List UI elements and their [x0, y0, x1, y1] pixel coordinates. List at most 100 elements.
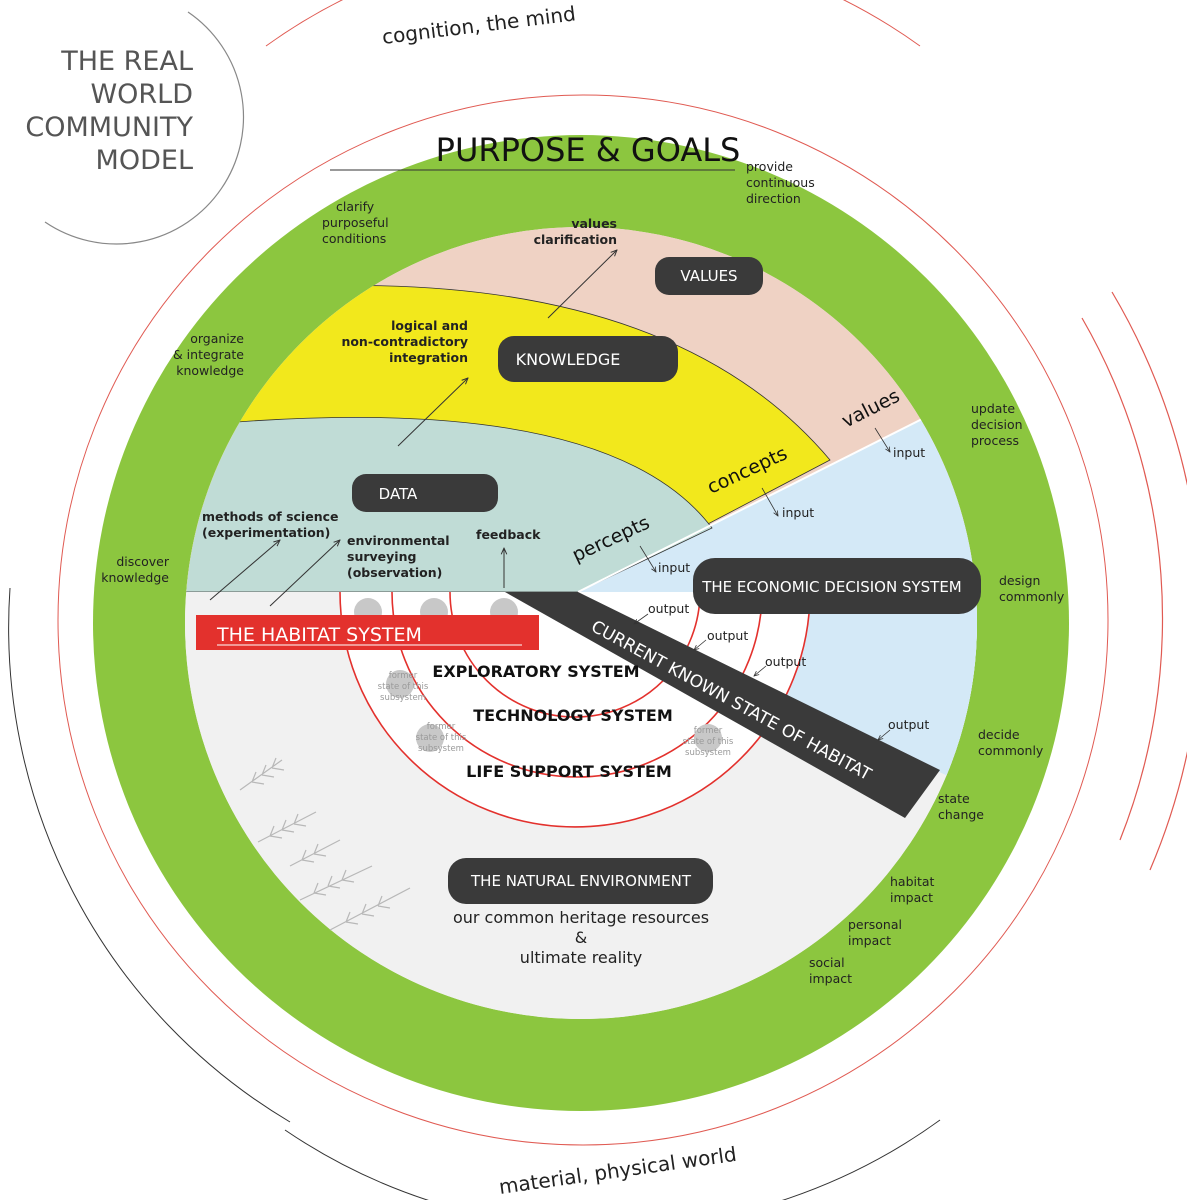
- natural-env-box-label: THE NATURAL ENVIRONMENT: [470, 872, 692, 890]
- environmental-3: (observation): [347, 565, 442, 580]
- provide-line-1: provide: [746, 159, 793, 174]
- provide-line-2: continuous: [746, 175, 815, 190]
- data-box-label: DATA: [379, 485, 418, 503]
- output-label-2: output: [707, 628, 748, 643]
- outer-arc-right-2: [1111, 291, 1187, 871]
- logical-2: non-contradictory: [341, 334, 468, 349]
- values-box-label: VALUES: [680, 267, 737, 285]
- organize-line-2: & integrate: [173, 347, 244, 362]
- former-state-dot: [386, 670, 414, 698]
- design-line-1: design: [999, 573, 1040, 588]
- former-2-line-1: former: [427, 722, 456, 732]
- organize-line-1: organize: [190, 331, 244, 346]
- state-change-line-1: state: [938, 791, 970, 806]
- title-line-3: COMMUNITY: [25, 112, 193, 143]
- values-clarification-1: values: [571, 216, 617, 231]
- outer-arc-right-1: [1081, 317, 1164, 841]
- output-label-1: output: [648, 601, 689, 616]
- output-label-4: output: [888, 717, 929, 732]
- material-label: material, physical world: [497, 1142, 738, 1199]
- former-state-dot: [694, 724, 722, 752]
- decide-line-2: commonly: [978, 743, 1044, 758]
- arrow-concepts-input: [761, 487, 778, 516]
- title-line-1: THE REAL: [60, 46, 193, 77]
- methods-1: methods of science: [202, 509, 338, 524]
- decide-line-1: decide: [978, 727, 1020, 742]
- knowledge-box: [498, 336, 678, 382]
- former-1-line-3: subsystem: [380, 693, 426, 703]
- clarify-line-3: conditions: [322, 231, 386, 246]
- outer-arc-top: [265, 0, 921, 47]
- economic-box-label: THE ECONOMIC DECISION SYSTEM: [701, 578, 962, 596]
- discover-line-2: knowledge: [101, 570, 169, 585]
- arrow-methods: [209, 540, 280, 601]
- personal-impact-line-2: impact: [848, 933, 891, 948]
- arrow-percepts-input: [639, 545, 656, 572]
- output-label-3: output: [765, 654, 806, 669]
- update-line-3: process: [971, 433, 1019, 448]
- purpose-goals-heading: PURPOSE & GOALS: [436, 131, 741, 169]
- former-3-line-2: state of this: [683, 737, 734, 747]
- update-line-1: update: [971, 401, 1015, 416]
- former-state-dot: [416, 724, 444, 752]
- provide-line-3: direction: [746, 191, 801, 206]
- logical-3: integration: [389, 350, 468, 365]
- diagram-title: THE REAL WORLD COMMUNITY MODEL: [25, 46, 193, 176]
- input-label-concepts: input: [782, 505, 814, 520]
- former-1-line-1: former: [389, 671, 418, 681]
- organize-line-3: knowledge: [176, 363, 244, 378]
- title-line-2: WORLD: [90, 79, 193, 110]
- habitat-system-label: THE HABITAT SYSTEM: [216, 624, 422, 646]
- economic-box: [693, 558, 981, 614]
- state-change-line-2: change: [938, 807, 984, 822]
- natural-environment-box: [448, 858, 713, 904]
- life-support-system-label: LIFE SUPPORT SYSTEM: [466, 762, 672, 781]
- former-1-line-2: state of this: [378, 682, 429, 692]
- natural-env-sub-2: &: [575, 928, 587, 947]
- environmental-1: environmental: [347, 533, 450, 548]
- arrow-output-2: [694, 639, 707, 650]
- outer-red-ring: [57, 94, 1109, 1146]
- personal-impact-line-1: personal: [848, 917, 902, 932]
- arrow-output-1: [634, 613, 649, 624]
- clarify-line-1: clarify: [336, 199, 375, 214]
- former-2-line-2: state of this: [416, 733, 467, 743]
- former-3-line-1: former: [694, 726, 723, 736]
- title-corner-arc: [44, 11, 245, 245]
- social-impact-line-2: impact: [809, 971, 852, 986]
- outer-arc-bottom: [284, 1119, 941, 1200]
- tree-sketches: [239, 757, 411, 931]
- social-impact-line-1: social: [809, 955, 845, 970]
- habitat-impact-line-2: impact: [890, 890, 933, 905]
- update-line-2: decision: [971, 417, 1023, 432]
- data-box: [352, 474, 498, 512]
- values-box: [655, 257, 763, 295]
- environmental-2: surveying: [347, 549, 416, 564]
- logical-1: logical and: [391, 318, 468, 333]
- habitat-system-bar: [196, 615, 539, 650]
- arrow-values-input: [874, 427, 890, 452]
- current-state-band: [505, 592, 940, 818]
- feedback-label: feedback: [476, 527, 541, 542]
- values-clarification-2: clarification: [534, 232, 617, 247]
- natural-env-sub-1: our common heritage resources: [453, 908, 709, 927]
- arrow-data-knowledge: [397, 378, 468, 447]
- design-line-2: commonly: [999, 589, 1065, 604]
- arrow-output-4: [878, 729, 891, 740]
- cognition-label: cognition, the mind: [381, 1, 577, 49]
- arrow-environmental: [269, 540, 340, 607]
- habitat-impact-line-1: habitat: [890, 874, 935, 889]
- former-2-line-3: subsystem: [418, 744, 464, 754]
- clarify-line-2: purposeful: [322, 215, 389, 230]
- exploratory-system-label: EXPLORATORY SYSTEM: [432, 662, 639, 681]
- input-label-percepts: input: [658, 560, 690, 575]
- former-3-line-3: subsystem: [685, 748, 731, 758]
- title-line-4: MODEL: [96, 145, 193, 176]
- knowledge-box-label: KNOWLEDGE: [516, 350, 621, 369]
- input-label-values: input: [893, 445, 925, 460]
- outer-arc-left: [8, 587, 291, 1123]
- technology-system-label: TECHNOLOGY SYSTEM: [473, 706, 673, 725]
- discover-line-1: discover: [116, 554, 170, 569]
- natural-env-sub-3: ultimate reality: [520, 948, 642, 967]
